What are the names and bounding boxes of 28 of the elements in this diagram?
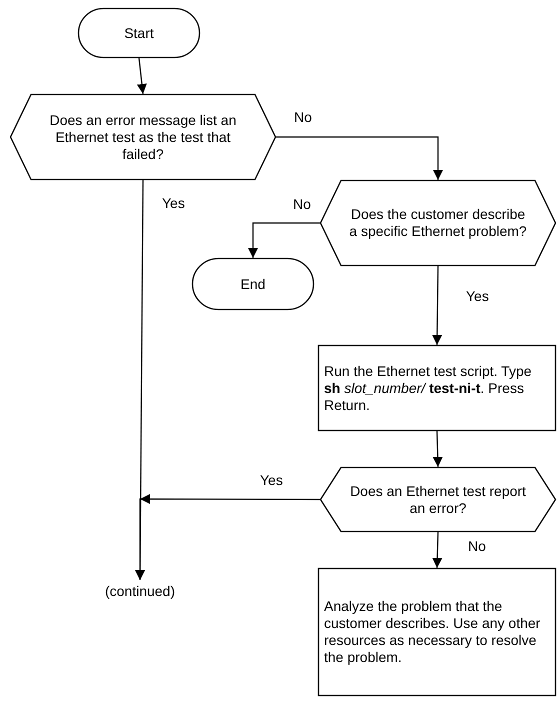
- node-text: Does the customer describe a specific Ethernet problem?: [348, 206, 528, 240]
- process-box: [318, 345, 556, 431]
- end-terminal: [192, 258, 314, 310]
- decision-hexagon: [10, 94, 276, 180]
- edge-label: No: [466, 538, 488, 554]
- arrow: [135, 180, 146, 580]
- edge-label: No: [291, 196, 313, 212]
- continuation-text: (continued): [104, 582, 176, 600]
- node-text: Does an Ethernet test report an error?: [349, 482, 527, 516]
- arrow: [432, 430, 443, 468]
- edge-label: Yes: [160, 195, 187, 211]
- arrow: [276, 136, 443, 180]
- edge-label: Yes: [464, 288, 491, 304]
- decision-hexagon: [320, 467, 556, 532]
- arrow: [432, 532, 442, 568]
- node-text: End: [240, 276, 266, 292]
- decision-hexagon: [320, 180, 556, 266]
- node-text: Start: [124, 24, 154, 42]
- edge-label: Yes: [258, 472, 285, 488]
- edge-label: No: [292, 109, 314, 125]
- node-text: Analyze the problem that the customer describes. Use any other resources as necessary to resolve the problem.: [324, 598, 542, 666]
- process-box: [318, 568, 556, 696]
- arrow: [432, 266, 442, 345]
- arrow: [136, 58, 147, 94]
- node-text: Run the Ethernet test script. Type sh slot_number/ test-ni-t. Press Return.: [324, 362, 533, 414]
- start-terminal: [78, 8, 200, 58]
- arrow: [248, 222, 320, 258]
- node-text: Does an error message list an Ethernet test as the test that failed?: [48, 112, 238, 162]
